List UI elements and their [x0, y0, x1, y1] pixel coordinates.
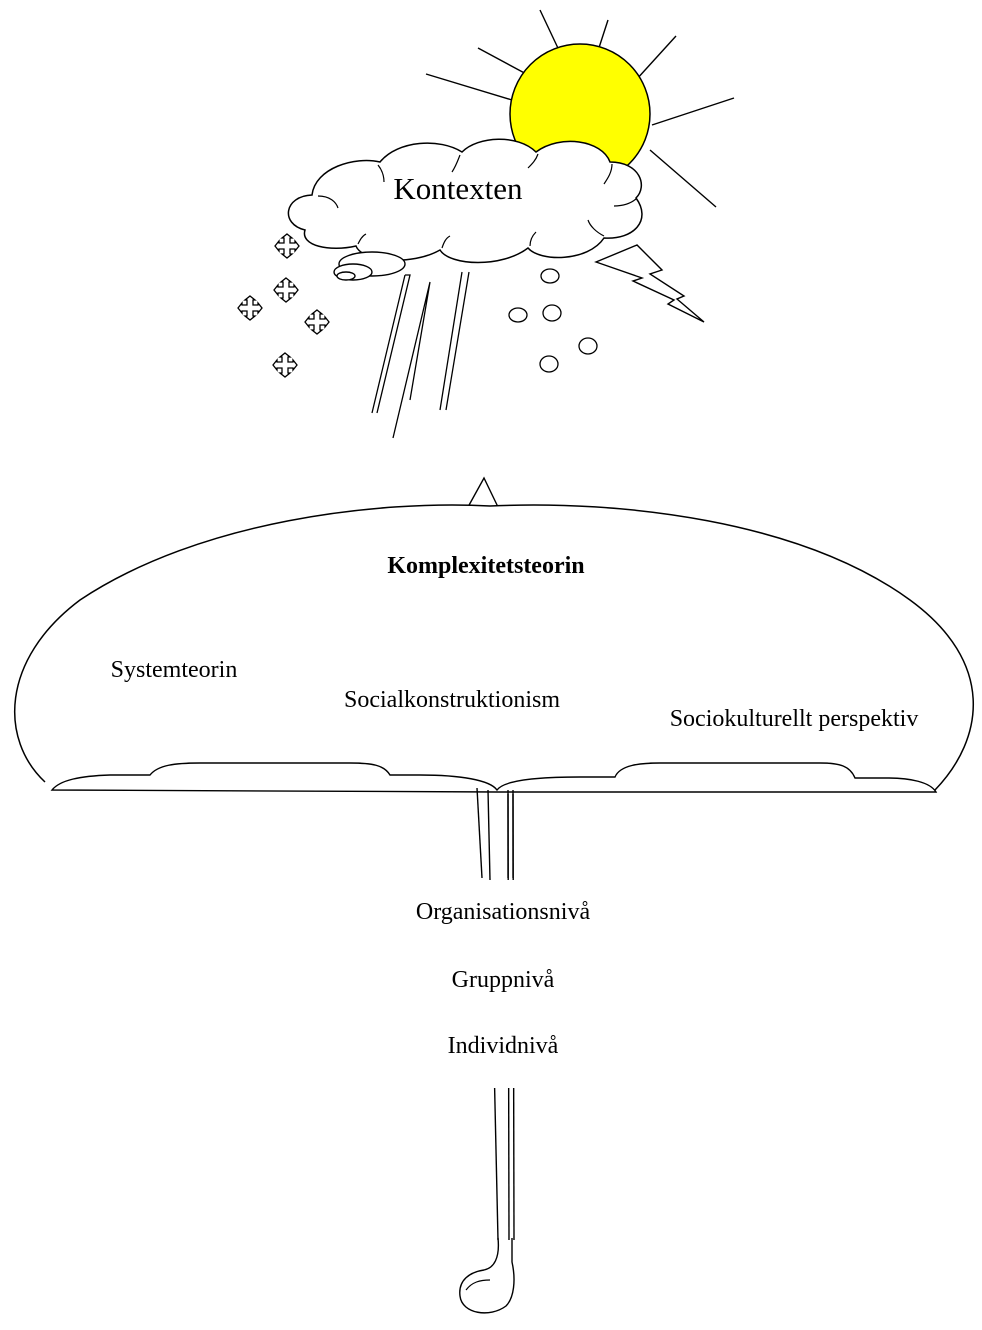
umbrella-icon — [15, 505, 974, 792]
level-label-individ: Individnivå — [448, 1033, 559, 1059]
snowflake-icon — [273, 353, 297, 377]
snowflake-icon — [238, 296, 262, 320]
snowflakes — [238, 234, 329, 377]
umbrella-canopy — [15, 505, 974, 790]
handle-detail — [466, 1280, 490, 1290]
cloud-tail — [334, 252, 405, 280]
level-label-grupp: Gruppnivå — [452, 967, 555, 993]
hail-icon — [509, 269, 597, 372]
umbrella-title: Komplexitetsteorin — [387, 553, 584, 579]
snowflake-icon — [275, 234, 299, 258]
theory-label-socialkonstruktionism: Socialkonstruktionism — [344, 687, 560, 713]
umbrella-tip — [468, 478, 498, 507]
snowflake-icon — [274, 278, 298, 302]
theory-label-sociokulturellt: Sociokulturellt perspektiv — [670, 706, 919, 732]
level-label-organisation: Organisationsnivå — [416, 899, 591, 925]
context-label: Kontexten — [393, 171, 523, 206]
rain-icon — [372, 272, 469, 438]
umbrella-handle — [460, 1238, 514, 1313]
snowflake-icon — [305, 310, 329, 334]
lightning-bolt-icon — [596, 245, 704, 322]
theory-label-systemteorin: Systemteorin — [111, 657, 238, 683]
